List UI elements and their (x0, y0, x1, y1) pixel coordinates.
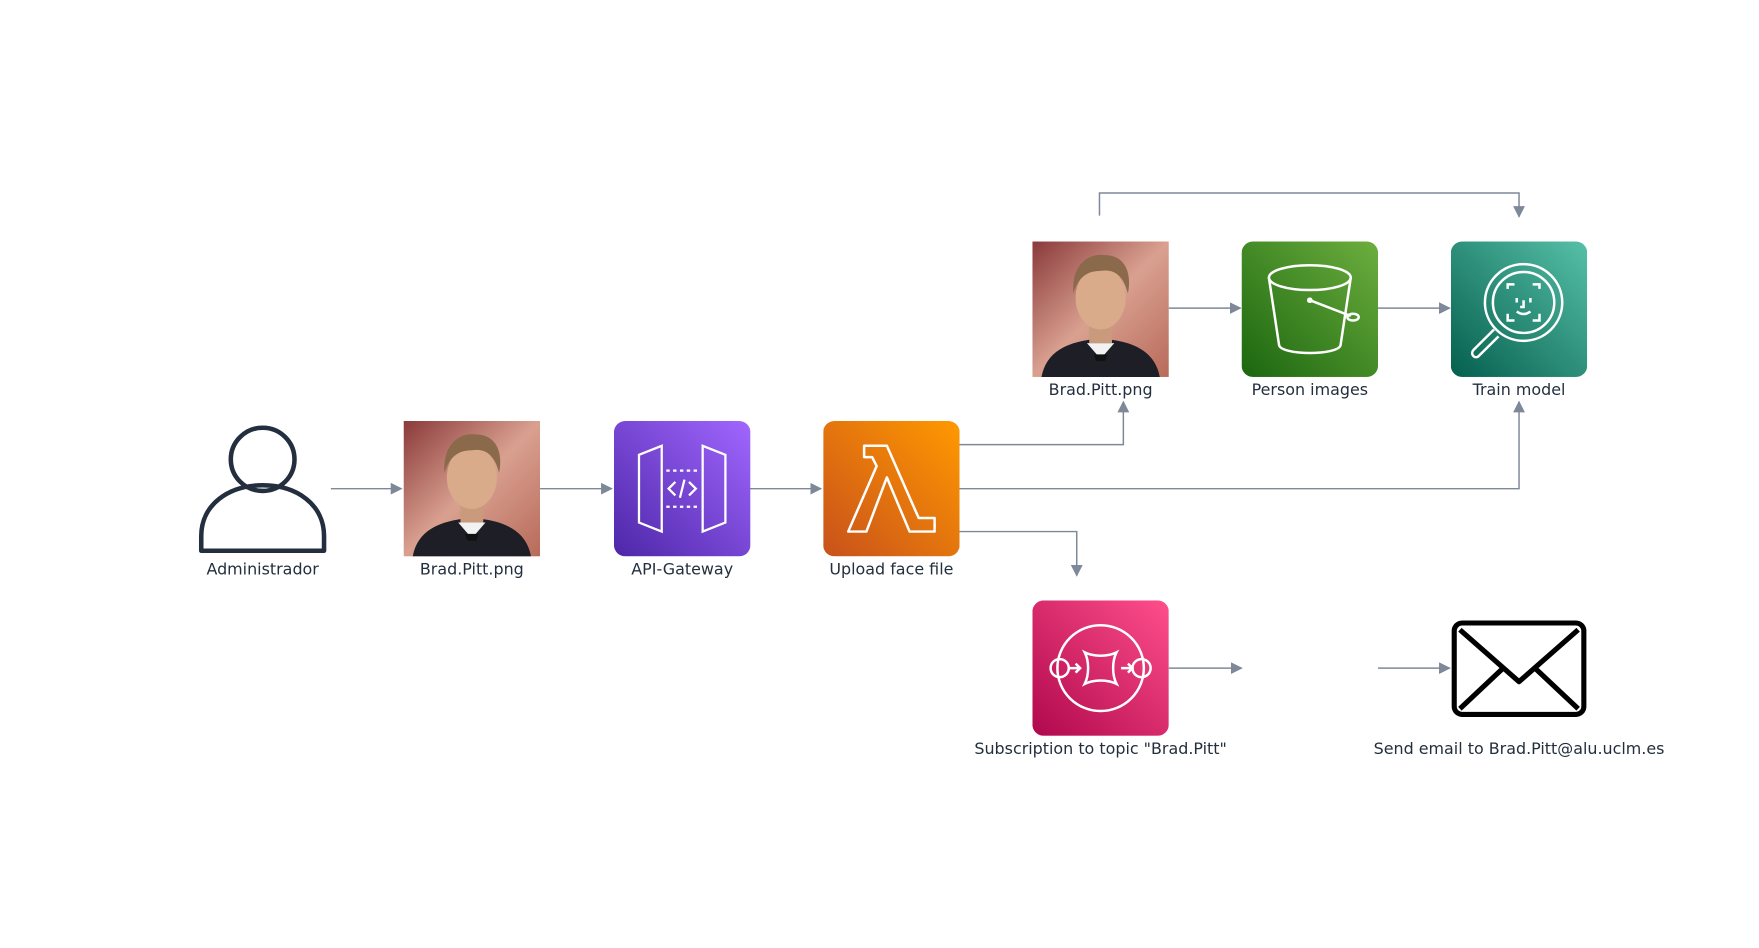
portrait-photo (1032, 241, 1169, 377)
edge-image-to-rekognition-top (1098, 192, 1525, 218)
email-label: Send email to Brad.Pitt@alu.uclm.es (1373, 740, 1665, 759)
image-stored-label: Brad.Pitt.png (1048, 381, 1153, 400)
rekognition-icon (1450, 241, 1588, 377)
edge-lambda-to-sns (958, 530, 1083, 577)
portrait-photo (403, 420, 541, 557)
api-gateway-node[interactable] (613, 420, 751, 557)
s3-label: Person images (1251, 381, 1369, 400)
sns-icon (1032, 600, 1169, 736)
api-gateway-icon (613, 420, 751, 557)
edge-lambda-to-image (958, 400, 1130, 446)
sns-label: Subscription to topic "Brad.Pitt" (974, 740, 1227, 759)
lambda-label: Upload face file (829, 560, 954, 579)
s3-node[interactable] (1241, 241, 1379, 377)
lambda-node[interactable] (823, 420, 960, 557)
image-stored-node[interactable] (1032, 241, 1169, 377)
image-upload-node[interactable] (403, 420, 541, 557)
rekognition-node[interactable] (1450, 241, 1588, 377)
mail-envelope-icon (1451, 620, 1587, 717)
image-upload-label: Brad.Pitt.png (419, 560, 524, 579)
administrador-node[interactable] (194, 421, 330, 556)
email-node[interactable] (1451, 600, 1587, 735)
api-gateway-label: API-Gateway (631, 560, 734, 579)
sns-node[interactable] (1032, 600, 1169, 736)
administrador-label: Administrador (206, 560, 319, 579)
s3-bucket-icon (1241, 241, 1379, 377)
edge-lambda-to-rekognition (958, 400, 1525, 490)
lambda-icon (823, 420, 960, 557)
user-icon (198, 425, 327, 554)
rekognition-label: Train model (1472, 381, 1566, 400)
